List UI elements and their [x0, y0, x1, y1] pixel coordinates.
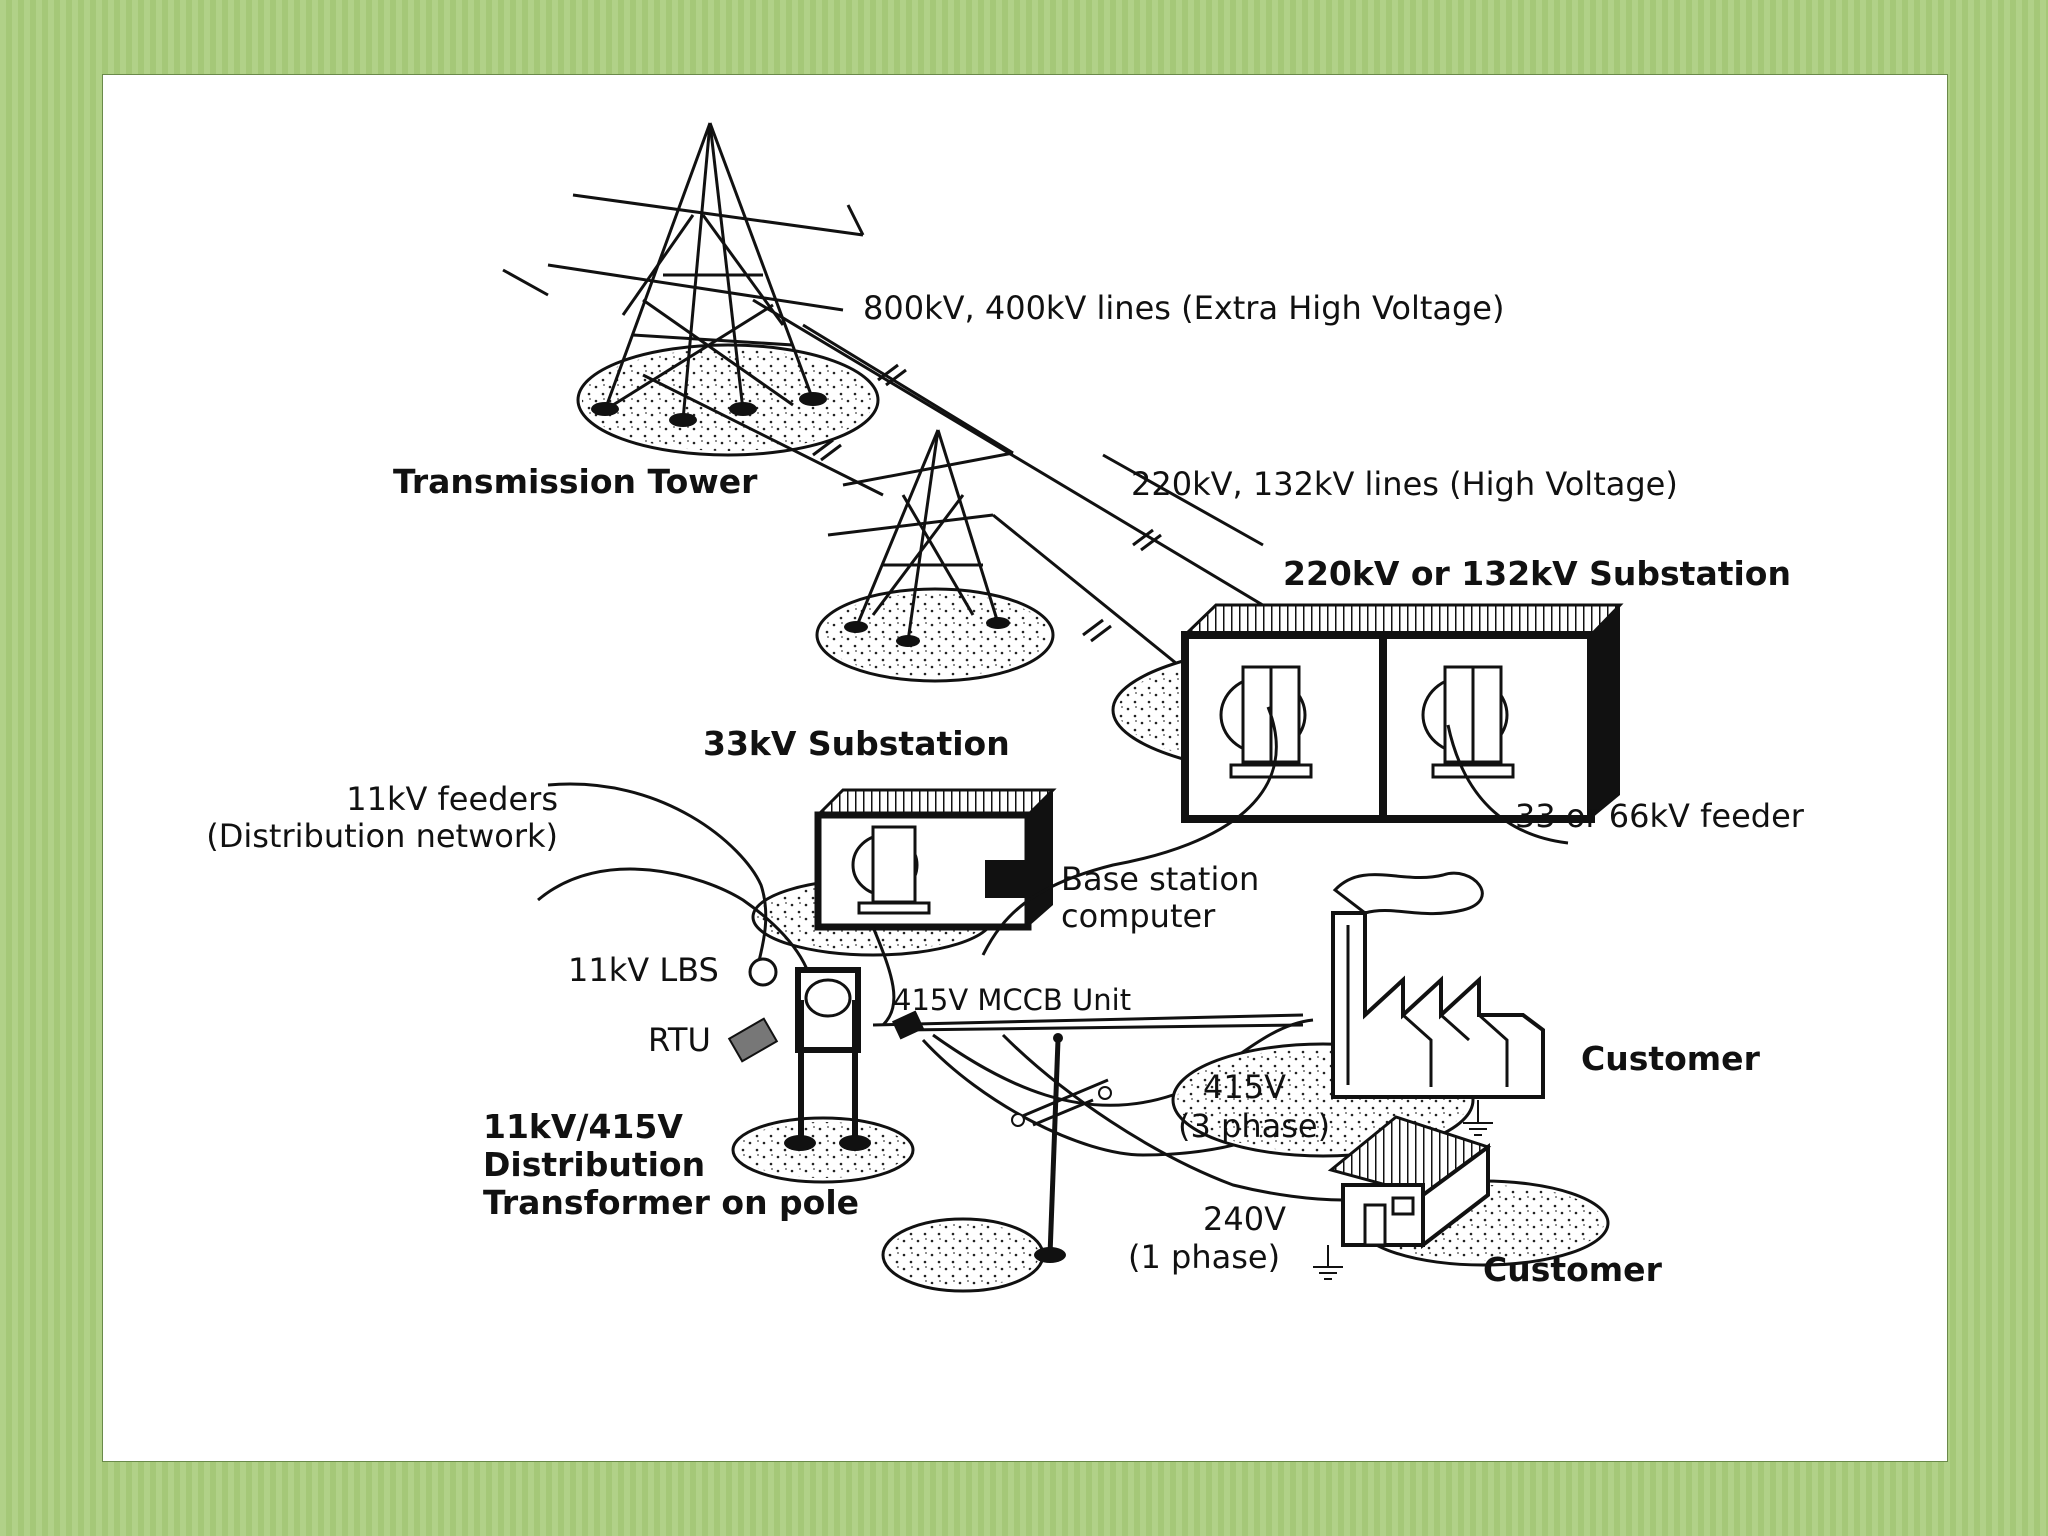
power-distribution-diagram: 800kV, 400kV lines (Extra High Voltage) … [206, 122, 1805, 1293]
feeders-label-line2: (Distribution network) [206, 817, 558, 855]
transmission-tower-label: Transmission Tower [393, 462, 758, 501]
distribution-pole-icon [881, 1033, 1112, 1293]
distribution-wiring [537, 706, 1569, 1202]
feeders-label-line1: 11kV feeders [346, 780, 558, 818]
base-station-label-line2: computer [1061, 897, 1216, 935]
rtu-label: RTU [648, 1021, 711, 1059]
feeder-33-66kv-label: 33 or 66kV feeder [1515, 797, 1805, 835]
base-station-computer-icon [985, 860, 1037, 898]
house-customer-icon [1313, 1115, 1610, 1280]
pole-transformer-icon [727, 967, 925, 1184]
transformer-label-line3: Transformer on pole [483, 1183, 859, 1222]
v240-label-line1: 240V [1203, 1200, 1286, 1238]
substation-33kv-label: 33kV Substation [703, 724, 1010, 763]
transformer-label-line2: Distribution [483, 1145, 705, 1184]
v415-label-line2: (3 phase) [1178, 1107, 1330, 1145]
ehv-lines-label: 800kV, 400kV lines (Extra High Voltage) [863, 289, 1504, 327]
house-customer-label: Customer [1483, 1250, 1663, 1289]
factory-customer-label: Customer [1581, 1039, 1761, 1078]
hv-substation-label: 220kV or 132kV Substation [1283, 554, 1791, 593]
lbs-label: 11kV LBS [568, 951, 719, 989]
base-station-label-line1: Base station [1061, 860, 1259, 898]
mccb-label: 415V MCCB Unit [893, 983, 1131, 1017]
hv-lines-label: 220kV, 132kV lines (High Voltage) [1131, 465, 1678, 503]
lbs-switch-icon [748, 957, 778, 987]
v240-label-line2: (1 phase) [1128, 1238, 1280, 1276]
transformer-label-line1: 11kV/415V [483, 1107, 683, 1146]
small-transmission-tower-icon [815, 429, 1055, 683]
large-transmission-tower-icon [502, 122, 880, 457]
slide-panel: 800kV, 400kV lines (Extra High Voltage) … [102, 74, 1948, 1462]
substation-33kv-icon [751, 788, 1057, 957]
v415-label-line1: 415V [1203, 1068, 1286, 1106]
hv-substation-icon [1111, 603, 1624, 823]
rtu-icon [727, 1017, 779, 1063]
